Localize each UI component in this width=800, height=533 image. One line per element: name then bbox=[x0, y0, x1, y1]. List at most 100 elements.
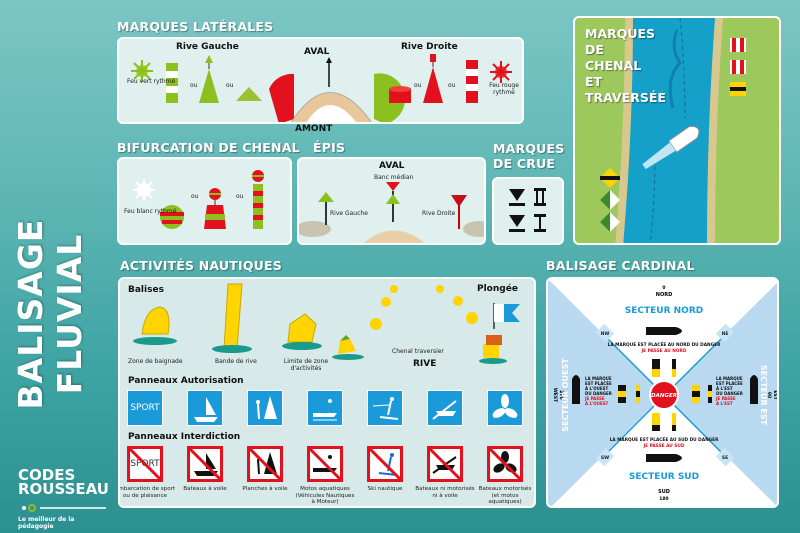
auth-waterski-sign bbox=[367, 390, 403, 426]
green-light-label: Feu vert rythmé bbox=[127, 78, 176, 85]
east-action-line: JE PASSE bbox=[715, 396, 736, 401]
channel-buoys bbox=[370, 285, 478, 330]
green-white-diamond bbox=[600, 190, 620, 210]
west-action-line: À L'OUEST bbox=[585, 401, 609, 406]
west-text-line: LA MARQUE bbox=[585, 376, 612, 381]
west-text-line: DU DANGER bbox=[585, 391, 612, 396]
green-pillar-buoy bbox=[166, 63, 178, 103]
north-deg: 0 bbox=[662, 285, 665, 291]
west-action-line: JE PASSE bbox=[584, 396, 605, 401]
auth-jetski-sign bbox=[307, 390, 343, 426]
epis-right-label: Rive Droite bbox=[422, 210, 456, 217]
cardinal-buoys bbox=[618, 359, 712, 431]
yellow-black-sign bbox=[730, 82, 746, 96]
sign-label: Bateaux à voile bbox=[183, 486, 227, 492]
sign-label: Ski nautique bbox=[367, 486, 403, 492]
chenal-line: CHENAL bbox=[585, 58, 642, 73]
auth-sport-sign: SPORT bbox=[127, 390, 163, 426]
left-bank-label: Rive Gauche bbox=[176, 42, 239, 52]
east-text-line: EST PLACÉE bbox=[716, 381, 743, 386]
crue-heading-line2: DE CRUE bbox=[493, 156, 556, 171]
forb-propeller-sign bbox=[487, 446, 523, 482]
sw-label: SW bbox=[601, 455, 609, 461]
chenal-line: ET bbox=[585, 74, 603, 89]
auth-windsurf-sign bbox=[247, 390, 283, 426]
south-label: SUD bbox=[658, 489, 670, 495]
logo-line1: CODES bbox=[18, 466, 76, 484]
danger-label: DANGER bbox=[651, 393, 677, 399]
chenal-traversier-label: Chenal traversier bbox=[392, 348, 444, 355]
sign-label: Motos aquatiques (Véhicules Nautiques à … bbox=[295, 486, 355, 506]
south-action: JE PASSE AU SUD bbox=[643, 443, 685, 449]
median-bank-label: Banc médian bbox=[374, 174, 414, 181]
red-light-label: Feu rouge rythmé bbox=[489, 82, 519, 96]
boat-east-icon bbox=[750, 375, 758, 404]
cardinal-diagram: NW NE SW SE 0 NORD SECTEUR NORD LA MARQU… bbox=[548, 279, 778, 506]
spherical-buoy bbox=[160, 205, 184, 229]
or-label: ou bbox=[226, 82, 234, 89]
flood-mark-icons bbox=[509, 188, 546, 232]
right-bank-label: Rive Droite bbox=[401, 42, 458, 52]
orange-top-buoy bbox=[479, 335, 507, 364]
west-text-line: À L'OUEST bbox=[585, 386, 609, 391]
shore-band-buoy bbox=[212, 283, 252, 353]
buoy-label: Limite de zone d'activités bbox=[283, 358, 329, 372]
forb-rowboat-sign bbox=[427, 446, 463, 482]
boat-south-icon bbox=[646, 454, 682, 462]
cardinal-panel: NW NE SW SE 0 NORD SECTEUR NORD LA MARQU… bbox=[546, 277, 779, 508]
logo-tagline: Le meilleur de la pédagogie bbox=[18, 516, 75, 530]
south-deg: 180 bbox=[659, 496, 668, 502]
sector-west-label: SECTEUR OUEST bbox=[561, 358, 570, 432]
activites-heading: ACTIVITÉS NAUTIQUES bbox=[120, 258, 282, 273]
logo-line2: ROUSSEAU bbox=[18, 480, 109, 498]
bifurcation-panel: Feu blanc rythmé ou ou bbox=[117, 157, 292, 245]
east-text-line: À L'EST bbox=[716, 386, 733, 391]
chenal-panel: MARQUES DE CHENAL ET TRAVERSÉE bbox=[573, 16, 781, 245]
west-label: WEST bbox=[552, 388, 558, 403]
bifurcation-illustration bbox=[133, 170, 264, 229]
epis-panel: AVAL Banc médian Rive Gauche Rive Droite bbox=[297, 157, 486, 245]
logo-dots-icon bbox=[22, 504, 106, 512]
or-label: ou bbox=[236, 193, 244, 200]
west-text: LA MARQUE EST PLACÉE À L'OUEST DU DANGER… bbox=[584, 376, 612, 406]
south-text: LA MARQUE EST PLACÉE AU SUD DU DANGER bbox=[610, 435, 720, 443]
activity-limit-buoy bbox=[282, 313, 322, 350]
red-pillar-buoy bbox=[466, 60, 478, 103]
chenal-heading: MARQUES DE CHENAL ET TRAVERSÉE bbox=[585, 26, 666, 106]
west-deg: 270 bbox=[558, 390, 564, 399]
lateral-heading: MARQUES LATÉRALES bbox=[117, 19, 274, 34]
auth-rowboat-sign bbox=[427, 390, 463, 426]
sign-label: Bateaux motorisés (et motos aquatiques) bbox=[478, 486, 532, 506]
sector-north-label: SECTEUR NORD bbox=[625, 306, 703, 316]
bifurcation-heading: BIFURCATION DE CHENAL bbox=[117, 140, 300, 155]
buoy-label: Zone de baignade bbox=[128, 358, 183, 365]
white-light-label: Feu blanc rythmé bbox=[124, 208, 177, 215]
east-text-line: DU DANGER bbox=[716, 391, 743, 396]
plongee-label: Plongée bbox=[477, 284, 518, 294]
east-text: LA MARQUE EST PLACÉE À L'EST DU DANGER J… bbox=[715, 376, 743, 406]
auth-propeller-sign bbox=[487, 390, 523, 426]
forb-heading: Panneaux Interdiction bbox=[128, 432, 241, 442]
east-label: EST bbox=[772, 390, 778, 400]
upstream-label: AMONT bbox=[295, 124, 333, 134]
lateral-panel: Rive Gauche Rive Droite AVAL Feu vert ry… bbox=[117, 37, 524, 124]
chenal-line: TRAVERSÉE bbox=[585, 90, 666, 105]
epis-downstream-label: AVAL bbox=[379, 161, 405, 171]
forb-windsurf-sign bbox=[247, 446, 283, 482]
bathing-zone-buoy bbox=[133, 306, 177, 345]
or-label: ou bbox=[190, 82, 198, 89]
poster-title: BALISAGE FLUVIAL bbox=[11, 218, 89, 410]
red-can-buoy bbox=[389, 86, 411, 103]
chenal-line: MARQUES bbox=[585, 26, 656, 41]
red-light-icon bbox=[490, 61, 512, 83]
boat-west-icon bbox=[572, 375, 580, 404]
river-illustration bbox=[600, 18, 746, 243]
red-cone-buoy bbox=[423, 54, 443, 103]
north-action: JE PASSE AU NORD bbox=[641, 348, 687, 354]
rive-label: RIVE bbox=[413, 359, 437, 369]
west-text-line: EST PLACÉE bbox=[585, 381, 612, 386]
forb-jetski-sign bbox=[307, 446, 343, 482]
crue-panel bbox=[492, 177, 564, 245]
pillar-buoy-topmark bbox=[252, 170, 264, 229]
boat-bow-icon bbox=[269, 57, 406, 122]
